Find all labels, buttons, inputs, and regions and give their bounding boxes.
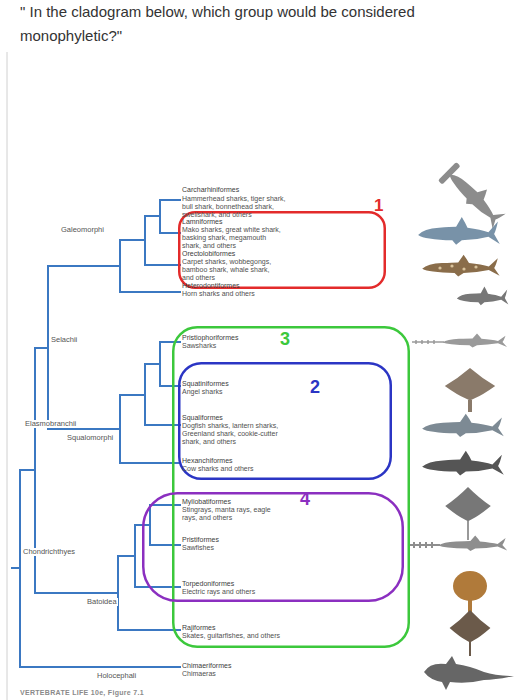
shark-body <box>443 333 508 347</box>
shark-body <box>443 163 509 229</box>
common-names: Chimaeras <box>182 670 294 678</box>
clade-name: Galeomorphi <box>60 226 105 234</box>
sawshark-illustration <box>412 333 507 347</box>
dogfish-illustration <box>422 414 504 437</box>
order-name: Pristiformes <box>182 536 294 544</box>
tail <box>468 400 472 412</box>
outline-loop <box>173 327 409 647</box>
callout-number: 4 <box>300 490 310 508</box>
shark-body <box>438 536 507 552</box>
common-names: Electric rays and others <box>182 588 294 596</box>
ray-body <box>450 610 491 642</box>
order-name: Pristiophoriformes <box>182 334 294 342</box>
spot <box>474 265 477 268</box>
common-names: Sawsharks <box>182 342 294 350</box>
callout-number: 2 <box>310 378 320 396</box>
skate-illustration <box>450 610 491 656</box>
clade-name: Chondrichthyes <box>22 548 76 556</box>
shark-body <box>422 255 499 277</box>
common-names: Carpet sharks, wobbegongs, bamboo shark,… <box>182 258 282 282</box>
callout-number: 1 <box>374 197 383 214</box>
order-name: Myliobatiformes <box>182 498 294 506</box>
common-names: Cow sharks and others <box>182 465 294 473</box>
chimaera-illustration <box>424 656 514 690</box>
order-name: Chimaeriformes <box>182 662 294 670</box>
outline-loop <box>179 212 385 288</box>
common-names: Stingrays, manta rays, eagle rays, and o… <box>182 506 282 522</box>
clade-name: Holocephali <box>96 672 137 680</box>
order-name: Torpedoniformes <box>182 580 294 588</box>
order-name: Heterodontiformes <box>182 282 294 290</box>
saw-rostrum <box>412 340 444 344</box>
order-name: Squatiniformes <box>182 380 294 388</box>
hammerhead-illustration <box>438 160 510 232</box>
order-name: Carcharhiniformes <box>182 186 294 194</box>
common-names: Horn sharks and others <box>182 290 294 298</box>
electric-ray-illustration <box>453 571 487 612</box>
clade-name: Batoidea <box>86 598 118 606</box>
stingray-illustration <box>445 487 491 540</box>
callout-number: 3 <box>280 330 290 348</box>
clade-outline: 4 <box>142 492 404 602</box>
common-names: Dogfish sharks, lantern sharks, Greenlan… <box>182 422 294 446</box>
clade-name: Selachii <box>50 336 78 344</box>
outline-loop <box>179 363 391 479</box>
ray-body <box>445 487 491 521</box>
great-white-illustration <box>418 217 500 245</box>
order-name: Lamniformes <box>182 218 294 226</box>
spot <box>450 264 453 267</box>
common-names: Mako sharks, great white shark, basking … <box>182 226 282 250</box>
tail <box>469 642 471 656</box>
outline-loop <box>143 493 403 601</box>
sawfish-illustration <box>410 536 507 552</box>
cow-shark-illustration <box>422 451 504 476</box>
ray-body <box>445 368 495 400</box>
common-names: Angel sharks <box>182 388 294 396</box>
angel-shark-illustration <box>445 368 495 412</box>
hammer-head <box>438 162 461 185</box>
common-names: Hammerhead sharks, tiger shark, bull sha… <box>182 195 294 219</box>
common-names: Skates, guitarfishes, and others <box>182 632 294 640</box>
frame-line <box>7 52 8 700</box>
order-name: Rajiformes <box>182 624 294 632</box>
clade-name: Elasmobranchii <box>24 420 77 428</box>
tree-branches <box>12 200 180 667</box>
horn-shark-illustration <box>457 287 509 306</box>
spot <box>462 267 465 270</box>
tail <box>467 521 469 540</box>
wobbegong-illustration <box>422 255 499 277</box>
question-title: " In the cladogram below, which group wo… <box>20 0 420 48</box>
saw-rostrum <box>410 542 440 548</box>
ray-body <box>453 571 487 601</box>
source-credit: VERTEBRATE LIFE 10e, Figure 7.1 <box>20 689 144 697</box>
order-name: Squaliformes <box>182 414 294 422</box>
outline-shape <box>142 492 404 602</box>
clade-name: Squalomorphi <box>66 434 114 442</box>
spot <box>438 266 441 269</box>
order-name: Hexanchiformes <box>182 457 294 465</box>
order-name: Orectolobiformes <box>182 250 294 258</box>
common-names: Sawfishes <box>182 544 294 552</box>
